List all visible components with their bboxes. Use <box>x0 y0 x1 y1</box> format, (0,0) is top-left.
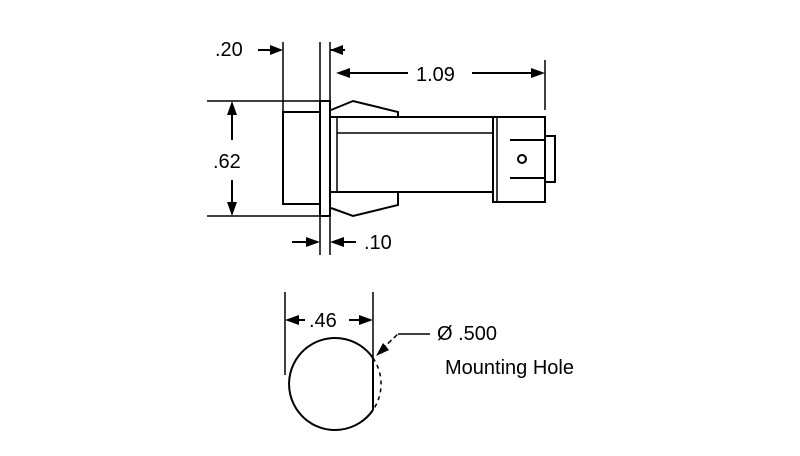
arrow-up-icon <box>227 101 237 115</box>
arrow-left-icon <box>285 315 299 325</box>
mounting-hole-outline <box>372 357 382 411</box>
arrow-down-icon <box>227 202 237 216</box>
mounting-hole-diameter: Ø .500 <box>437 323 497 345</box>
front-face-outline <box>288 337 374 431</box>
dim-front-diameter-label: .46 <box>309 310 337 332</box>
dim-flange-thickness: .10 <box>292 232 392 254</box>
arrow-leader-icon <box>376 343 389 356</box>
side-view: .20 1.09 .62 .10 <box>207 39 556 255</box>
housing <box>329 116 494 193</box>
arrow-left-icon <box>330 45 343 55</box>
mounting-hole-leader <box>376 333 430 356</box>
arrow-left-icon <box>336 68 350 78</box>
dim-overall-length-label: 1.09 <box>416 64 455 86</box>
terminal-tab <box>544 135 556 183</box>
front-view: .46 Ø .500 Mounting Hole <box>284 292 574 431</box>
dim-overall-length: 1.09 <box>336 64 545 86</box>
arrow-right-icon <box>270 45 283 55</box>
terminal-blade <box>510 139 545 179</box>
arrow-right-icon <box>306 237 320 247</box>
dim-height-label: .62 <box>213 151 241 173</box>
dim-lens-depth: .20 <box>215 39 345 61</box>
dim-height: .62 <box>213 101 241 216</box>
retaining-clip-top <box>330 99 399 117</box>
dim-flange-thickness-label: .10 <box>364 232 392 254</box>
flange <box>319 100 331 217</box>
mounting-hole-caption: Mounting Hole <box>445 357 574 379</box>
dim-front-diameter: .46 <box>285 310 373 332</box>
terminal-hole <box>517 154 527 164</box>
arrow-right-icon <box>359 315 373 325</box>
dim-lens-depth-label: .20 <box>215 39 243 61</box>
arrow-right-icon <box>531 68 545 78</box>
retaining-clip-bottom <box>330 192 399 218</box>
arrow-left-icon <box>330 237 344 247</box>
lens-cap <box>282 111 321 205</box>
